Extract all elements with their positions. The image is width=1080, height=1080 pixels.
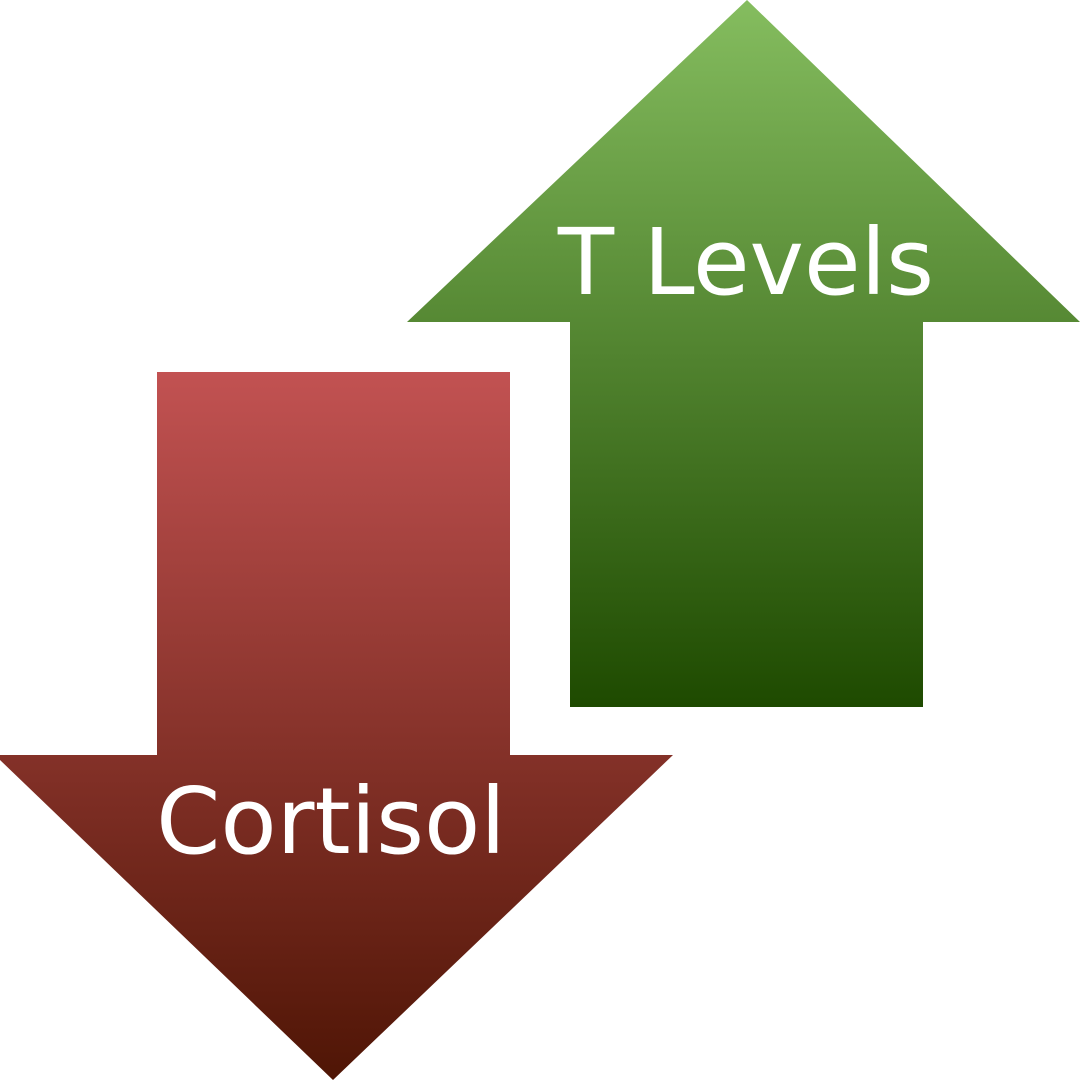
down-arrow-label: Cortisol <box>156 768 506 875</box>
down-arrow-icon <box>0 372 673 1080</box>
up-arrow-icon <box>407 0 1080 707</box>
up-arrow-label: T Levels <box>557 209 934 316</box>
